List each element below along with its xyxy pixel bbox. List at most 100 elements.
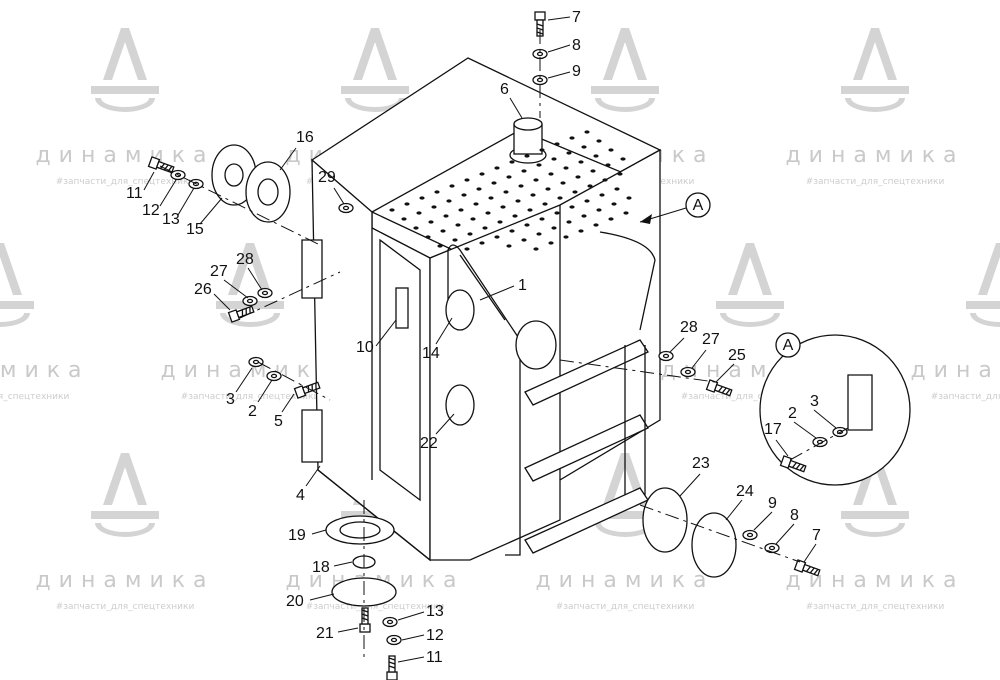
watermark-tile: динамика #запчасти_для_спецтехники <box>160 243 339 402</box>
perforation-hole <box>500 205 506 209</box>
perforation-hole <box>437 244 443 248</box>
perforation-hole <box>590 169 596 173</box>
perforation-hole <box>506 175 512 179</box>
callout-13: 13 <box>162 211 180 228</box>
watermark-tagline: #запчасти_для_спецтехники <box>556 602 695 612</box>
callout-3: 3 <box>226 391 235 408</box>
watermark-tagline: #запчасти_для_спецтехники <box>0 392 69 402</box>
view-a-pointer: A <box>639 192 711 224</box>
perforation-hole <box>554 211 560 215</box>
watermark-logo <box>966 243 1000 327</box>
step-ladder <box>524 339 649 554</box>
watermark-tile: динамика#запчасти_для_спецтехники <box>35 28 207 187</box>
callout-28b: 28 <box>680 319 698 336</box>
right-flange-parts <box>642 487 737 578</box>
perforation-hole <box>452 238 458 242</box>
perforation-hole <box>584 130 590 134</box>
watermark-brand: динамика <box>0 358 90 383</box>
perforation-hole <box>593 154 599 158</box>
callout-2b: 2 <box>788 405 797 422</box>
callout-5: 5 <box>274 413 283 430</box>
perforation-hole <box>572 190 578 194</box>
watermark-brand: динамика <box>910 358 1000 383</box>
callout-11b: 11 <box>426 649 443 666</box>
perforation-hole <box>530 193 536 197</box>
callout-28: 28 <box>236 251 254 268</box>
perforation-hole <box>419 196 425 200</box>
watermark-tagline: #запчасти_для_спецтехники <box>306 602 445 612</box>
perforation-hole <box>623 211 629 215</box>
perforation-hole <box>446 199 452 203</box>
watermark-brand: динамика <box>35 568 214 593</box>
perforation-hole <box>569 205 575 209</box>
perforation-hole <box>389 208 395 212</box>
perforation-hole <box>521 238 527 242</box>
watermark-tagline: #запчасти_для_спецтехники <box>806 177 945 187</box>
perforation-hole <box>578 160 584 164</box>
callout-4: 4 <box>296 487 305 504</box>
callout-29: 29 <box>318 169 336 186</box>
callout-27: 27 <box>210 263 228 280</box>
perforation-hole <box>470 217 476 221</box>
watermark-tagline: #запчасти_для_спецтехники <box>931 392 1000 402</box>
perforation-hole <box>440 229 446 233</box>
perforation-hole <box>539 148 545 152</box>
perforation-hole <box>608 217 614 221</box>
callout-2: 2 <box>248 403 257 420</box>
callout-9b: 9 <box>768 495 777 512</box>
perforation-hole <box>488 196 494 200</box>
perforation-hole <box>443 214 449 218</box>
perforation-hole <box>497 220 503 224</box>
perforation-hole <box>479 241 485 245</box>
callout-8b: 8 <box>790 507 799 524</box>
perforation-hole <box>533 247 539 251</box>
watermark-tagline: #запчасти_для_спецтехники <box>56 602 195 612</box>
perforation-hole <box>476 187 482 191</box>
perforation-hole <box>620 157 626 161</box>
perforation-hole <box>614 187 620 191</box>
perforation-hole <box>578 229 584 233</box>
watermark-tagline: #запчасти_для_спецтехники <box>181 392 320 402</box>
perforation-hole <box>524 154 530 158</box>
callout-6: 6 <box>500 81 509 98</box>
watermark-logo <box>841 28 909 112</box>
perforation-hole <box>425 235 431 239</box>
perforation-hole <box>548 172 554 176</box>
perforation-hole <box>596 208 602 212</box>
callout-12b: 12 <box>426 627 444 644</box>
watermark-tile: динамика #запчасти_для_спецтехники <box>0 243 90 402</box>
perforation-hole <box>509 160 515 164</box>
perforation-hole <box>608 148 614 152</box>
perforation-hole <box>581 145 587 149</box>
perforation-hole <box>479 172 485 176</box>
watermark-tile: динамика #запчасти_для_спецтехники <box>910 243 1000 402</box>
watermark-brand: динамика <box>785 143 964 168</box>
callout-23: 23 <box>692 455 710 472</box>
perforation-hole <box>602 178 608 182</box>
callout-20: 20 <box>286 593 304 610</box>
perforation-hole <box>542 202 548 206</box>
perforation-hole <box>593 223 599 227</box>
watermark-brand: динамика <box>160 358 339 383</box>
perforation-hole <box>482 226 488 230</box>
perforation-hole <box>464 247 470 251</box>
watermark-logo <box>591 28 659 112</box>
watermark-tagline: #запчасти_для_спецтехники <box>681 392 820 402</box>
perforation-hole <box>587 184 593 188</box>
perforation-hole <box>536 232 542 236</box>
perforation-hole <box>575 175 581 179</box>
perforation-hole <box>581 214 587 218</box>
perforation-hole <box>533 178 539 182</box>
watermark-logo <box>341 28 409 112</box>
watermark-logo <box>91 28 159 112</box>
perforation-hole <box>599 193 605 197</box>
perforation-hole <box>551 157 557 161</box>
watermark-logo <box>0 243 34 327</box>
callout-labels: 7 8 9 6 16 29 11 12 13 15 28 27 26 1 10 … <box>126 9 821 666</box>
watermark-tile: динамика #запчасти_для_спецтехники <box>35 453 214 612</box>
callout-7b: 7 <box>812 527 821 544</box>
callout-8: 8 <box>572 37 581 54</box>
callout-27b: 27 <box>702 331 720 348</box>
perforation-hole <box>461 193 467 197</box>
perforation-hole <box>521 169 527 173</box>
